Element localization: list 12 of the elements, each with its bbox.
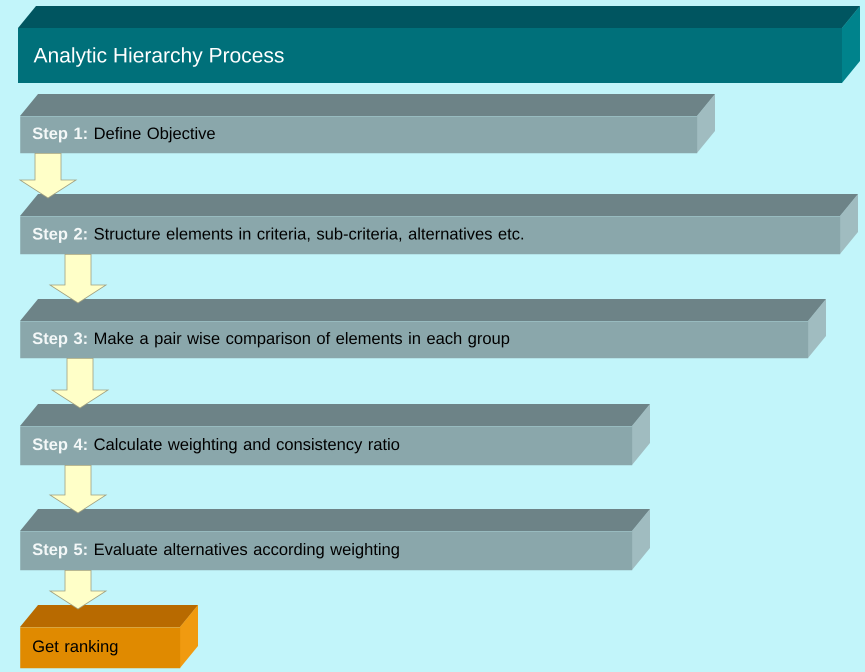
title-band: Analytic Hierarchy Process (18, 6, 860, 83)
block-arrow (50, 358, 110, 408)
step-box: Step 3: Make a pair wise comparison of elements in each group (20, 299, 826, 358)
step-box: Step 4: Calculate weighting and consistency ratio (20, 404, 650, 466)
step-box: Step 1: Define Objective (20, 94, 715, 154)
block-arrow (48, 570, 108, 610)
step-box: Step 5: Evaluate alternatives according weighting (20, 509, 650, 570)
result-box: Get ranking (20, 605, 198, 668)
block-arrow (48, 254, 108, 304)
step-box: Step 2: Structure elements in criteria, sub-criteria, alternatives etc. (20, 194, 858, 254)
block-arrow (18, 153, 78, 198)
block-arrow (48, 465, 108, 514)
